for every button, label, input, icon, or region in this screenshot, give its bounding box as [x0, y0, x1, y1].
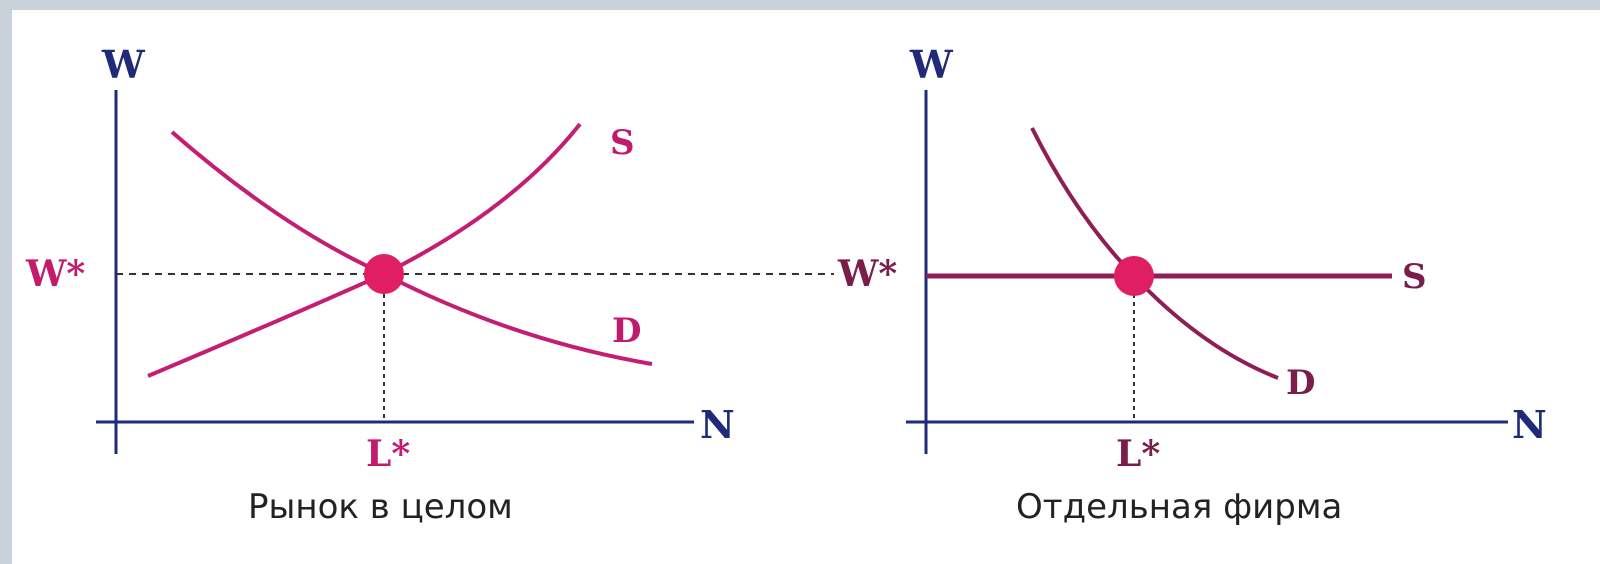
- market-axis-y-label: W: [101, 42, 146, 87]
- firm-caption: Отдельная фирма: [1016, 487, 1342, 527]
- firm-labor-label: L*: [1116, 433, 1160, 475]
- market-demand-curve: [170, 130, 653, 366]
- firm-axis-y-label: W: [909, 42, 954, 87]
- firm-equilibrium-point: [1114, 256, 1154, 296]
- firm-panel: W N W* L* S D Отдельная фирма: [837, 42, 1547, 527]
- market-labor-label: L*: [366, 433, 410, 475]
- labor-market-diagram: W N W* L* S D Рынок в целом W N W* L* S: [25, 42, 1547, 527]
- market-axis-x-label: N: [700, 402, 735, 447]
- market-supply-curve: [147, 122, 582, 378]
- market-supply-label: S: [610, 123, 635, 163]
- market-equilibrium-point: [364, 254, 404, 294]
- diagram-frame: W N W* L* S D Рынок в целом W N W* L* S: [12, 10, 1600, 564]
- firm-supply-label: S: [1402, 257, 1427, 297]
- market-caption: Рынок в целом: [248, 487, 513, 527]
- market-demand-label: D: [612, 311, 641, 351]
- firm-axis-x-label: N: [1512, 402, 1547, 447]
- firm-demand-label: D: [1286, 363, 1315, 403]
- market-panel: W N W* L* S D Рынок в целом: [25, 42, 834, 527]
- firm-wage-label: W*: [837, 253, 897, 295]
- firm-demand-curve: [1030, 127, 1279, 380]
- market-wage-label: W*: [25, 253, 85, 295]
